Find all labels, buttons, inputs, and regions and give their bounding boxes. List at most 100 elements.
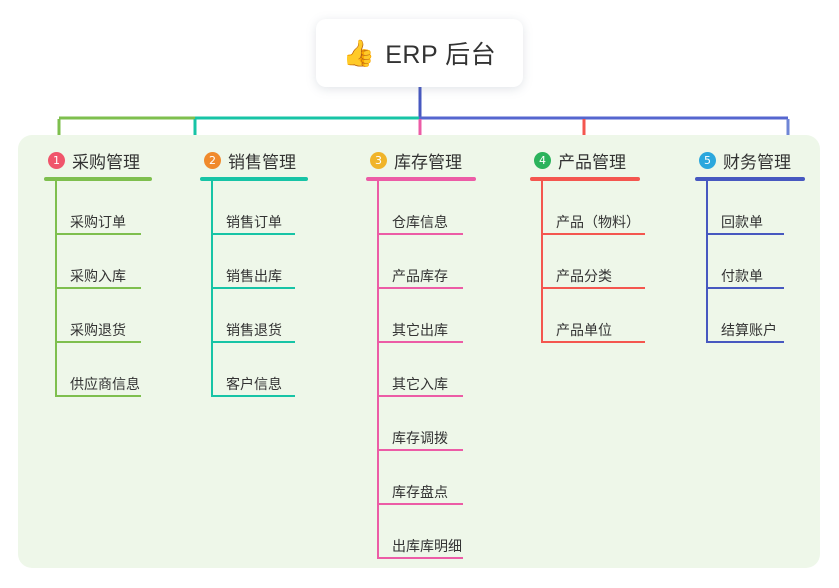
branch-header-3[interactable]: 3 库存管理: [366, 148, 476, 172]
branch-spine-3: [377, 181, 379, 559]
diagram-panel: [18, 135, 820, 568]
branch-title-2: 销售管理: [228, 152, 296, 172]
branch-item-label: 产品分类: [556, 268, 612, 284]
branch-item-rule: [377, 233, 463, 235]
branch-item-label: 供应商信息: [70, 376, 140, 392]
branch-item-label: 仓库信息: [392, 214, 448, 230]
branch-item-list-2: 销售订单销售出库销售退货客户信息: [200, 181, 308, 397]
branch-item-rule: [541, 341, 645, 343]
branch-item[interactable]: 销售订单: [200, 181, 308, 235]
branch-header-5[interactable]: 5 财务管理: [695, 148, 805, 172]
branch-item[interactable]: 采购退货: [44, 289, 152, 343]
branch-item-list-4: 产品（物料） 产品分类产品单位: [530, 181, 645, 343]
branch-item-rule: [55, 395, 141, 397]
branch-item[interactable]: 其它出库: [366, 289, 476, 343]
branch-item-rule: [211, 287, 295, 289]
branch-item-label: 结算账户: [721, 322, 777, 338]
branch-spine-5: [706, 181, 708, 343]
branch-item[interactable]: 采购入库: [44, 235, 152, 289]
branch-column-1: 1 采购管理采购订单采购入库采购退货供应商信息: [44, 148, 152, 397]
branch-item-rule: [706, 233, 784, 235]
branch-item-label: 产品单位: [556, 322, 612, 338]
branch-item-rule: [377, 341, 463, 343]
branch-item-list-3: 仓库信息产品库存其它出库其它入库库存调拨库存盘点出库库明细: [366, 181, 476, 559]
branch-item-rule: [706, 287, 784, 289]
branch-item[interactable]: 产品库存: [366, 235, 476, 289]
branch-title-5: 财务管理: [723, 152, 791, 172]
branch-item-label: 回款单: [721, 214, 763, 230]
branch-item-rule: [211, 395, 295, 397]
branch-item-label: 采购订单: [70, 214, 126, 230]
branch-item[interactable]: 销售出库: [200, 235, 308, 289]
branch-header-rule-4: [530, 177, 640, 181]
branch-item-rule: [377, 557, 463, 559]
branch-item-rule: [55, 233, 141, 235]
branch-item-label: 出库库明细: [392, 538, 462, 554]
branch-item[interactable]: 回款单: [695, 181, 805, 235]
branch-spine-1: [55, 181, 57, 397]
branch-badge-5: 5: [699, 151, 716, 169]
branch-item[interactable]: 客户信息: [200, 343, 308, 397]
branch-item-rule: [541, 287, 645, 289]
branch-item[interactable]: 供应商信息: [44, 343, 152, 397]
branch-item[interactable]: 产品单位: [530, 289, 645, 343]
branch-header-rule-2: [200, 177, 308, 181]
branch-badge-1: 1: [48, 151, 65, 169]
branch-item-label: 其它入库: [392, 376, 448, 392]
branch-column-4: 4 产品管理产品（物料） 产品分类产品单位: [530, 148, 645, 343]
branch-badge-3: 3: [370, 151, 387, 169]
branch-badge-2: 2: [204, 151, 221, 169]
branch-title-4: 产品管理: [558, 152, 626, 172]
branch-item-label: 销售退货: [226, 322, 282, 338]
branch-item-rule: [211, 341, 295, 343]
branch-column-3: 3 库存管理仓库信息产品库存其它出库其它入库库存调拨库存盘点出库库明细: [366, 148, 476, 559]
branch-header-2[interactable]: 2 销售管理: [200, 148, 308, 172]
branch-item[interactable]: 产品（物料）: [530, 181, 645, 235]
branch-item-rule: [55, 287, 141, 289]
branch-header-1[interactable]: 1 采购管理: [44, 148, 152, 172]
branch-item-rule: [541, 233, 645, 235]
branch-item-list-1: 采购订单采购入库采购退货供应商信息: [44, 181, 152, 397]
branch-item-label: 库存盘点: [392, 484, 448, 500]
branch-spine-2: [211, 181, 213, 397]
branch-item[interactable]: 其它入库: [366, 343, 476, 397]
branch-item-rule: [377, 503, 463, 505]
branch-item-rule: [55, 341, 141, 343]
branch-item-label: 付款单: [721, 268, 763, 284]
branch-item-list-5: 回款单付款单结算账户: [695, 181, 805, 343]
branch-column-5: 5 财务管理回款单付款单结算账户: [695, 148, 805, 343]
branch-item-label: 产品（物料）: [556, 214, 640, 230]
branch-header-4[interactable]: 4 产品管理: [530, 148, 640, 172]
branch-header-rule-3: [366, 177, 476, 181]
branch-item-rule: [706, 341, 784, 343]
branch-item-label: 销售订单: [226, 214, 282, 230]
branch-item-rule: [377, 449, 463, 451]
branch-item[interactable]: 产品分类: [530, 235, 645, 289]
branch-spine-4: [541, 181, 543, 343]
branch-item[interactable]: 库存盘点: [366, 451, 476, 505]
branch-title-1: 采购管理: [72, 152, 140, 172]
branch-item[interactable]: 库存调拨: [366, 397, 476, 451]
branch-item-label: 库存调拨: [392, 430, 448, 446]
branch-item[interactable]: 销售退货: [200, 289, 308, 343]
branch-item[interactable]: 仓库信息: [366, 181, 476, 235]
branch-header-rule-1: [44, 177, 152, 181]
root-node[interactable]: 👍 ERP 后台: [316, 19, 523, 87]
branch-item[interactable]: 付款单: [695, 235, 805, 289]
thumbs-up-icon: 👍: [342, 38, 376, 68]
branch-badge-4: 4: [534, 151, 551, 169]
branch-item[interactable]: 采购订单: [44, 181, 152, 235]
branch-item-label: 采购退货: [70, 322, 126, 338]
branch-item[interactable]: 出库库明细: [366, 505, 476, 559]
branch-item[interactable]: 结算账户: [695, 289, 805, 343]
branch-item-label: 其它出库: [392, 322, 448, 338]
branch-title-3: 库存管理: [394, 152, 462, 172]
branch-column-2: 2 销售管理销售订单销售出库销售退货客户信息: [200, 148, 308, 397]
branch-item-rule: [377, 287, 463, 289]
branch-item-label: 产品库存: [392, 268, 448, 284]
branch-item-label: 采购入库: [70, 268, 126, 284]
branch-item-rule: [377, 395, 463, 397]
branch-item-rule: [211, 233, 295, 235]
branch-header-rule-5: [695, 177, 805, 181]
branch-item-label: 销售出库: [226, 268, 282, 284]
